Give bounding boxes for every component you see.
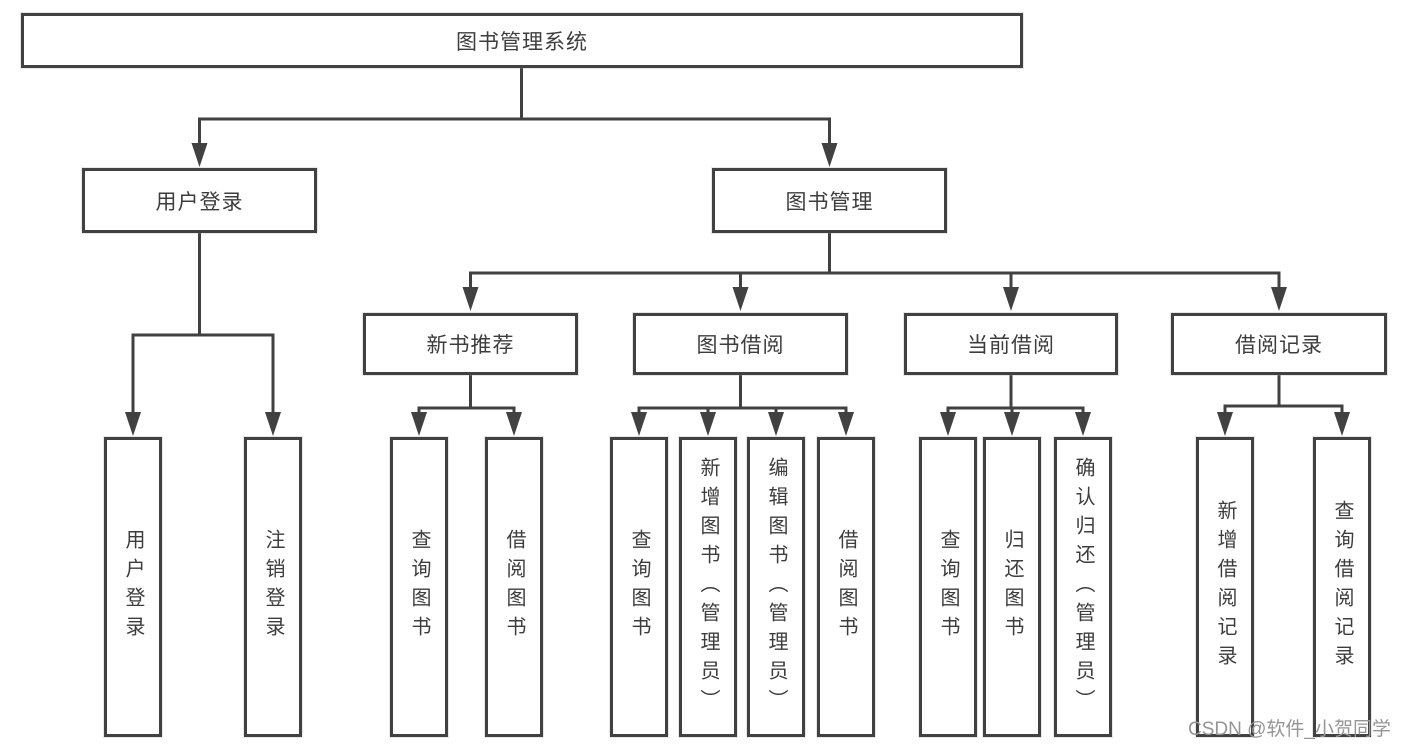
leaf-add-borrow-record-label: 新增借阅记录 <box>1214 500 1236 674</box>
leaf-borrow-books-recommend: 借阅图书 <box>485 437 543 737</box>
leaf-query-books-current: 查询图书 <box>919 437 977 737</box>
leaf-edit-book-admin: 编辑图书（管理员） <box>747 437 805 737</box>
leaf-add-book-admin: 新增图书（管理员） <box>679 437 737 737</box>
node-current-borrowing: 当前借阅 <box>904 313 1118 375</box>
node-new-book-recommendation-label: 新书推荐 <box>426 334 515 357</box>
leaf-borrow-books-2: 借阅图书 <box>817 437 875 737</box>
node-borrowing-records: 借阅记录 <box>1171 313 1387 375</box>
leaf-query-books-borrow: 查询图书 <box>610 437 668 737</box>
node-book-management: 图书管理 <box>712 168 947 233</box>
leaf-query-borrow-record-label: 查询借阅记录 <box>1331 500 1353 674</box>
node-new-book-recommendation: 新书推荐 <box>363 313 578 375</box>
leaf-user-login: 用户登录 <box>104 437 162 737</box>
node-library-system: 图书管理系统 <box>21 13 1023 68</box>
node-user-login: 用户登录 <box>82 168 317 233</box>
watermark: CSDN @软件_小贺同学 <box>1188 719 1391 740</box>
node-borrowing-records-label: 借阅记录 <box>1235 334 1323 357</box>
leaf-add-book-admin-label: 新增图书（管理员） <box>697 456 719 718</box>
connector-segments <box>131 66 1344 419</box>
leaf-confirm-return-admin: 确认归还（管理员） <box>1054 437 1112 737</box>
node-book-borrowing: 图书借阅 <box>633 313 848 375</box>
leaf-add-borrow-record: 新增借阅记录 <box>1196 437 1254 737</box>
leaf-query-books-borrow-label: 查询图书 <box>628 529 650 645</box>
leaf-return-book: 归还图书 <box>983 437 1041 737</box>
leaf-edit-book-admin-label: 编辑图书（管理员） <box>765 456 787 718</box>
leaf-user-login-label: 用户登录 <box>122 529 144 645</box>
leaf-query-borrow-record: 查询借阅记录 <box>1313 437 1371 737</box>
arrowheads <box>125 143 1350 436</box>
leaf-query-books-recommend: 查询图书 <box>390 437 448 737</box>
leaf-query-books-recommend-label: 查询图书 <box>408 529 430 645</box>
node-user-login-label: 用户登录 <box>155 190 244 214</box>
node-book-borrowing-label: 图书借阅 <box>696 334 785 357</box>
leaf-logout-label: 注销登录 <box>262 529 284 645</box>
node-library-system-label: 图书管理系统 <box>456 30 588 54</box>
leaf-borrow-books-recommend-label: 借阅图书 <box>503 529 525 645</box>
node-current-borrowing-label: 当前借阅 <box>967 334 1055 357</box>
node-book-management-label: 图书管理 <box>785 190 874 214</box>
leaf-confirm-return-admin-label: 确认归还（管理员） <box>1072 456 1094 718</box>
leaf-logout: 注销登录 <box>244 437 302 737</box>
leaf-query-books-current-label: 查询图书 <box>937 529 959 645</box>
leaf-borrow-books-2-label: 借阅图书 <box>835 529 857 645</box>
leaf-return-book-label: 归还图书 <box>1001 529 1023 645</box>
